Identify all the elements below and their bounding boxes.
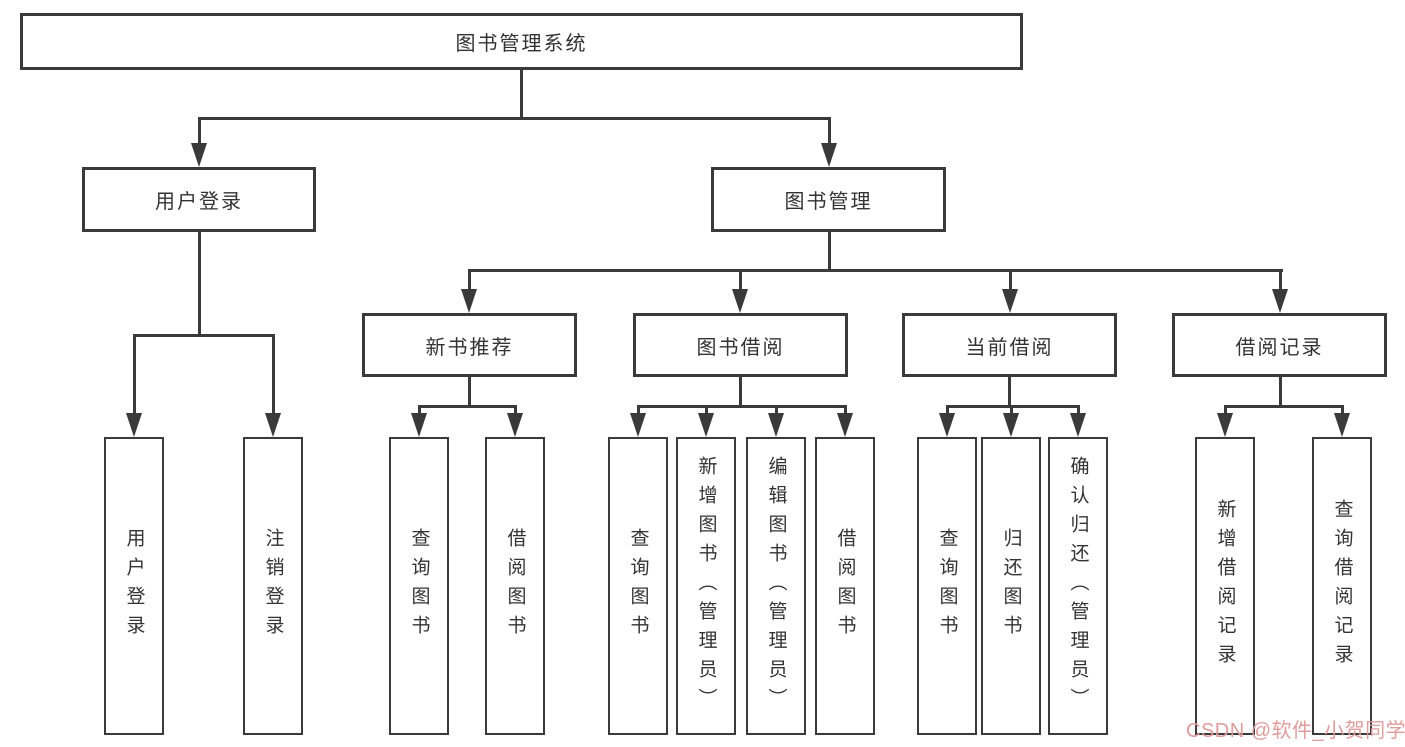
connector-line [1278,270,1282,291]
connector-arrowhead-icon [1272,289,1288,313]
node-query-borrow-record: 查询借阅记录 [1312,437,1372,735]
connector-arrowhead-icon [939,413,955,437]
connector-arrowhead-icon [698,413,714,437]
node-label: 编辑图书（管理员） [765,455,787,717]
connector-arrowhead-icon [411,413,427,437]
connector-line [945,406,949,415]
node-borrow-books-borrowing: 借阅图书 [815,437,875,735]
node-query-books-recommend: 查询图书 [389,437,449,735]
connector-line [1008,377,1011,406]
node-label: 注销登录 [262,528,284,644]
node-label: 当前借阅 [965,336,1054,359]
connector-line [1223,404,1344,408]
connector-line [945,404,1080,408]
node-label: 确认归还（管理员） [1067,455,1089,717]
node-current-borrowing: 当前借阅 [902,313,1117,377]
connector-line [417,404,517,408]
connector-line [738,270,742,291]
node-return-books: 归还图书 [981,437,1041,735]
node-label: 新书推荐 [425,336,514,359]
node-book-borrowing: 图书借阅 [633,313,848,377]
connector-arrowhead-icon [732,289,748,313]
connector-arrowhead-icon [1217,413,1233,437]
node-query-books-borrowing: 查询图书 [608,437,668,735]
node-label: 图书管理 [784,191,873,213]
connector-line [827,232,831,270]
node-edit-book-admin: 编辑图书（管理员） [746,437,806,735]
node-label: 查询图书 [627,528,649,644]
connector-line [197,232,201,335]
node-label: 查询图书 [408,528,430,644]
node-new-book-recommendation: 新书推荐 [362,313,577,377]
node-label: 图书管理系统 [455,33,588,55]
connector-line [132,335,136,415]
connector-line [1278,377,1282,406]
connector-arrowhead-icon [461,289,477,313]
node-book-management-system: 图书管理系统 [20,13,1023,70]
node-label: 归还图书 [1000,528,1022,644]
connector-arrowhead-icon [507,413,523,437]
node-add-borrow-record: 新增借阅记录 [1195,437,1255,735]
node-query-books-current: 查询图书 [917,437,977,735]
node-borrow-books-recommend: 借阅图书 [485,437,545,735]
connector-line [1076,406,1080,415]
connector-arrowhead-icon [1070,413,1086,437]
connector-arrowhead-icon [821,143,837,167]
connector-line [1340,406,1344,415]
connector-arrowhead-icon [630,413,646,437]
connector-line [827,118,831,145]
connector-line [843,406,847,415]
node-label: 新增借阅记录 [1214,499,1236,673]
connector-line [271,335,275,415]
connector-arrowhead-icon [768,413,784,437]
connector-line [704,406,708,415]
csdn-watermark: CSDN @软件_小贺同学 [1186,720,1405,742]
connector-line [636,406,640,415]
connector-line [1008,270,1012,291]
node-label: 新增图书（管理员） [695,455,717,717]
connector-line [774,406,778,415]
connector-arrowhead-icon [1003,413,1019,437]
node-user-login-leaf: 用户登录 [104,437,164,735]
connector-arrowhead-icon [837,413,853,437]
connector-line [467,270,471,291]
node-logout: 注销登录 [243,437,303,735]
node-label: 图书借阅 [696,336,785,359]
connector-line [468,377,471,406]
connector-line [197,116,831,120]
connector-line [513,406,517,415]
connector-line [1223,406,1227,415]
connector-line [417,406,421,415]
node-user-login: 用户登录 [82,167,316,232]
node-label: 借阅记录 [1235,336,1324,359]
connector-line [132,333,275,337]
connector-line [197,118,201,145]
connector-arrowhead-icon [265,413,281,437]
node-add-book-admin: 新增图书（管理员） [676,437,736,735]
connector-line [636,404,847,408]
node-borrowing-records: 借阅记录 [1172,313,1387,377]
connector-arrowhead-icon [126,413,142,437]
node-label: 借阅图书 [834,528,856,644]
node-confirm-return-admin: 确认归还（管理员） [1048,437,1108,735]
connector-arrowhead-icon [191,143,207,167]
connector-line [1009,406,1013,415]
node-book-management: 图书管理 [711,167,946,232]
node-label: 用户登录 [123,528,145,644]
node-label: 借阅图书 [504,528,526,644]
connector-arrowhead-icon [1002,289,1018,313]
node-label: 查询图书 [936,528,958,644]
connector-line [467,268,1283,272]
connector-line [739,377,742,406]
node-label: 查询借阅记录 [1331,499,1353,673]
node-label: 用户登录 [155,191,243,213]
connector-arrowhead-icon [1334,413,1350,437]
connector-line [519,68,523,119]
